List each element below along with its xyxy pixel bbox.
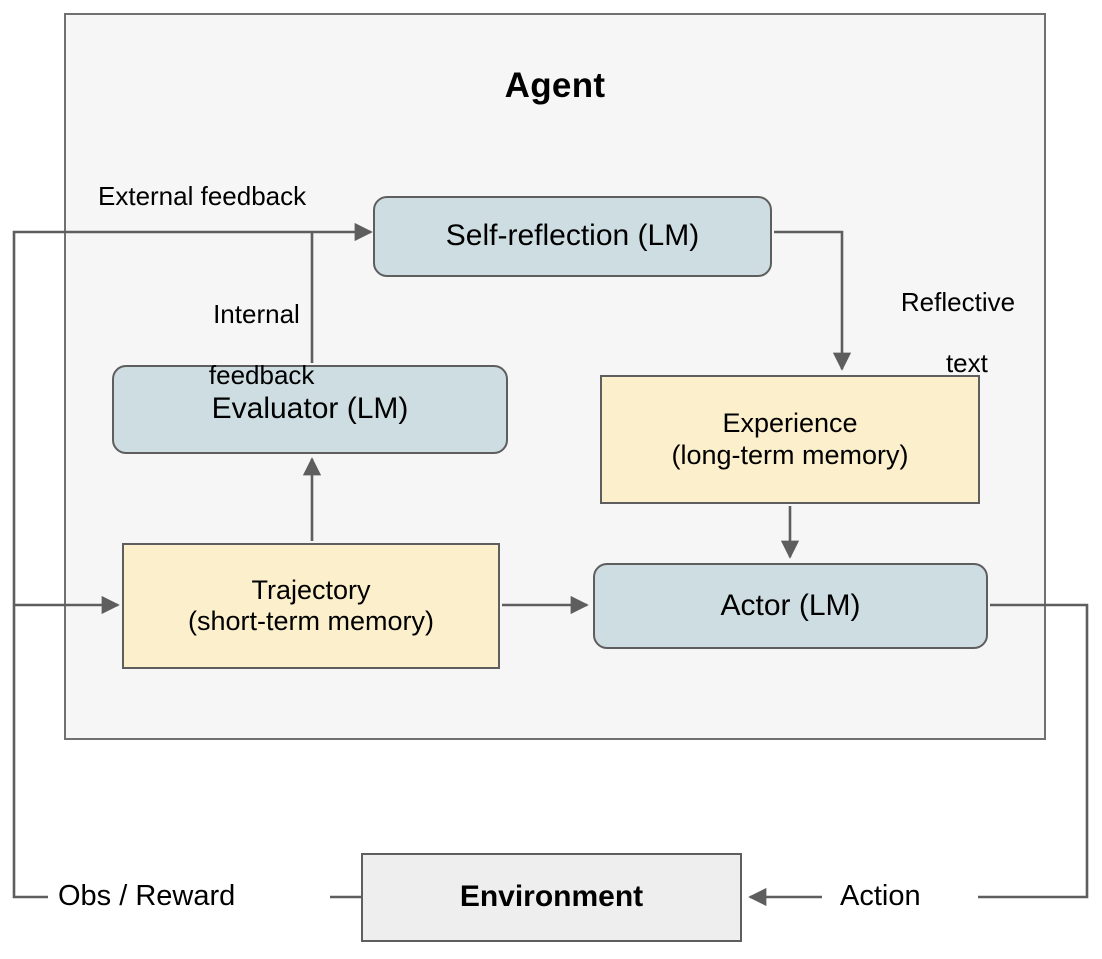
node-actor-label: Actor (LM) bbox=[720, 588, 861, 622]
edge-label-action: Action bbox=[840, 880, 921, 912]
node-trajectory-line1: Trajectory bbox=[251, 574, 371, 605]
edge-label-internal-feedback-line2: feedback bbox=[208, 360, 315, 391]
edge-label-reflective-text: Reflective text bbox=[872, 256, 1015, 409]
node-experience-line2: (long-term memory) bbox=[671, 439, 909, 470]
node-environment[interactable]: Environment bbox=[361, 853, 742, 942]
node-experience[interactable]: Experience (long-term memory) bbox=[600, 375, 980, 504]
node-environment-label: Environment bbox=[459, 880, 644, 914]
edge-label-external-feedback: External feedback bbox=[98, 181, 307, 211]
node-evaluator-label: Evaluator (LM) bbox=[211, 392, 409, 426]
node-trajectory[interactable]: Trajectory (short-term memory) bbox=[122, 543, 500, 669]
node-trajectory-label: Trajectory (short-term memory) bbox=[188, 575, 434, 638]
edge-label-obs-reward: Obs / Reward bbox=[58, 880, 236, 912]
agent-title: Agent bbox=[504, 66, 606, 105]
edge-label-internal-feedback: Internal feedback bbox=[180, 268, 315, 421]
edge-label-reflective-text-line2: text bbox=[945, 348, 988, 379]
node-actor[interactable]: Actor (LM) bbox=[593, 563, 988, 649]
node-experience-label: Experience (long-term memory) bbox=[671, 408, 908, 471]
edge-label-internal-feedback-line1: Internal bbox=[213, 298, 300, 329]
node-evaluator[interactable]: Evaluator (LM) bbox=[112, 365, 508, 454]
node-self-reflection[interactable]: Self-reflection (LM) bbox=[373, 196, 772, 277]
node-experience-line1: Experience bbox=[722, 408, 858, 439]
edge-label-reflective-text-line1: Reflective bbox=[900, 286, 1016, 317]
node-self-reflection-label: Self-reflection (LM) bbox=[445, 219, 700, 253]
node-trajectory-line2: (short-term memory) bbox=[187, 606, 434, 636]
